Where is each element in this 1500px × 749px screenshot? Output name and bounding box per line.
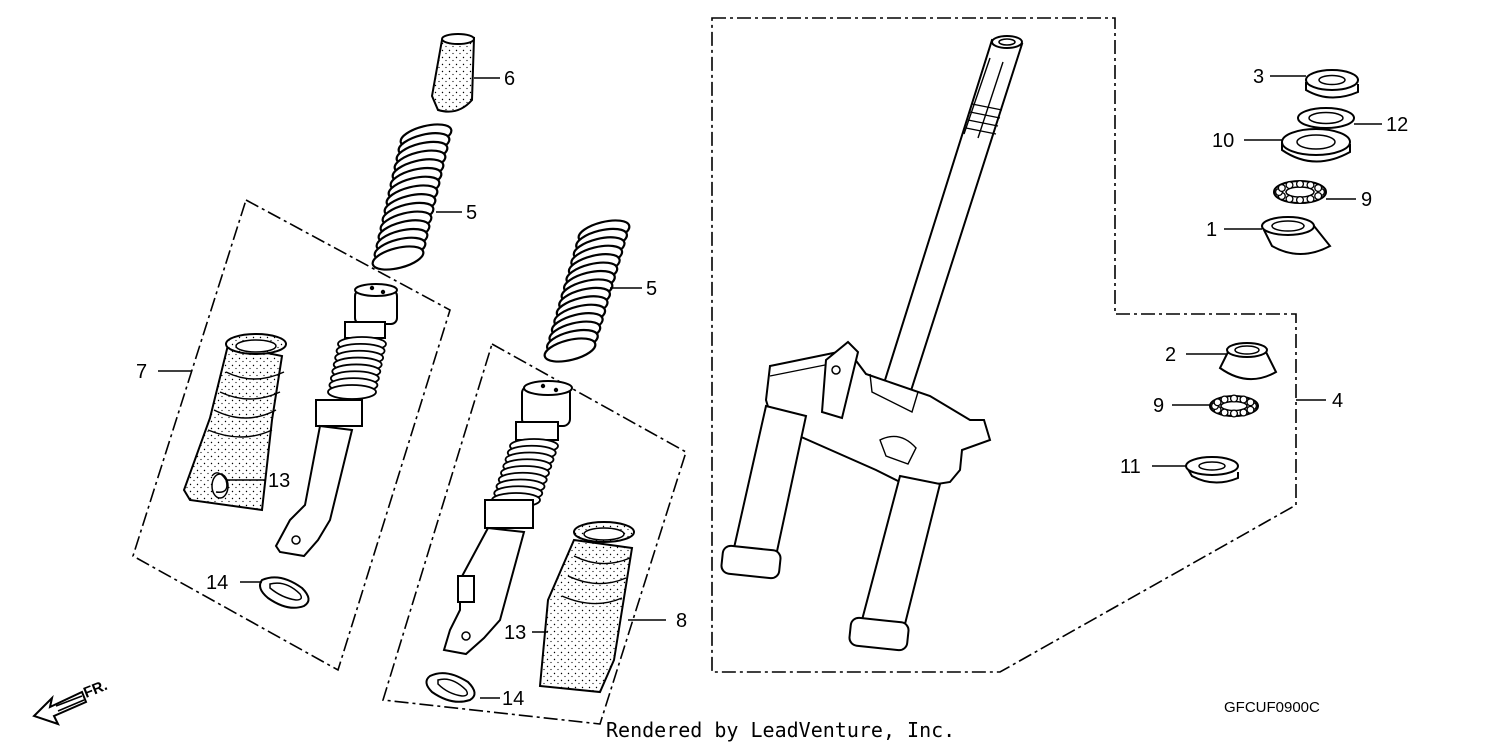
steering-stem-assembly[interactable] xyxy=(720,35,1024,652)
callout-13-right: 13 xyxy=(504,622,526,644)
callout-1: 1 xyxy=(1206,219,1217,241)
group-7-outline xyxy=(132,198,451,672)
part-5-spring-left[interactable] xyxy=(370,120,453,274)
callout-9-lower: 9 xyxy=(1153,395,1164,417)
part-6-cap[interactable] xyxy=(430,33,476,113)
callout-6: 6 xyxy=(504,68,515,90)
part-8-fork-damper[interactable] xyxy=(442,380,573,656)
part-14-circlip-right[interactable] xyxy=(425,672,476,703)
part-14-circlip-left[interactable] xyxy=(259,576,310,609)
callout-8: 8 xyxy=(676,610,687,632)
part-12-washer[interactable] xyxy=(1297,107,1355,129)
callout-7: 7 xyxy=(136,361,147,383)
callout-3: 3 xyxy=(1253,66,1264,88)
callout-5-left: 5 xyxy=(466,202,477,224)
callout-10: 10 xyxy=(1212,130,1234,152)
callout-2: 2 xyxy=(1165,344,1176,366)
part-5-spring-right[interactable] xyxy=(542,216,631,366)
callout-5-right: 5 xyxy=(646,278,657,300)
callout-12: 12 xyxy=(1386,114,1408,136)
callout-13-left: 13 xyxy=(268,470,290,492)
callout-14-left: 14 xyxy=(206,572,228,594)
part-2-cone-race[interactable] xyxy=(1218,342,1278,380)
part-7-fork-damper[interactable] xyxy=(274,283,398,558)
front-direction-label: FR. xyxy=(81,677,110,702)
part-9-bearing-lower[interactable] xyxy=(1209,394,1259,418)
diagram-code: GFCUF0900C xyxy=(1224,699,1320,716)
footer-credit: Rendered by LeadVenture, Inc. xyxy=(606,718,955,742)
part-11-dust-seal[interactable] xyxy=(1185,456,1239,484)
part-9-bearing-upper[interactable] xyxy=(1273,179,1327,205)
callout-14-right: 14 xyxy=(502,688,524,710)
callout-11: 11 xyxy=(1120,456,1141,478)
part-8-boot[interactable] xyxy=(538,521,635,694)
part-3-lock-nut[interactable] xyxy=(1305,69,1359,99)
front-direction-arrow xyxy=(32,690,88,726)
part-1-cone-race[interactable] xyxy=(1261,216,1332,255)
callout-4: 4 xyxy=(1332,390,1343,412)
leader-lines xyxy=(158,75,1382,699)
callout-9-upper: 9 xyxy=(1361,189,1372,211)
group-8-outline xyxy=(381,342,687,725)
part-10-race[interactable] xyxy=(1281,128,1351,163)
group-frame-outline xyxy=(711,17,1297,673)
